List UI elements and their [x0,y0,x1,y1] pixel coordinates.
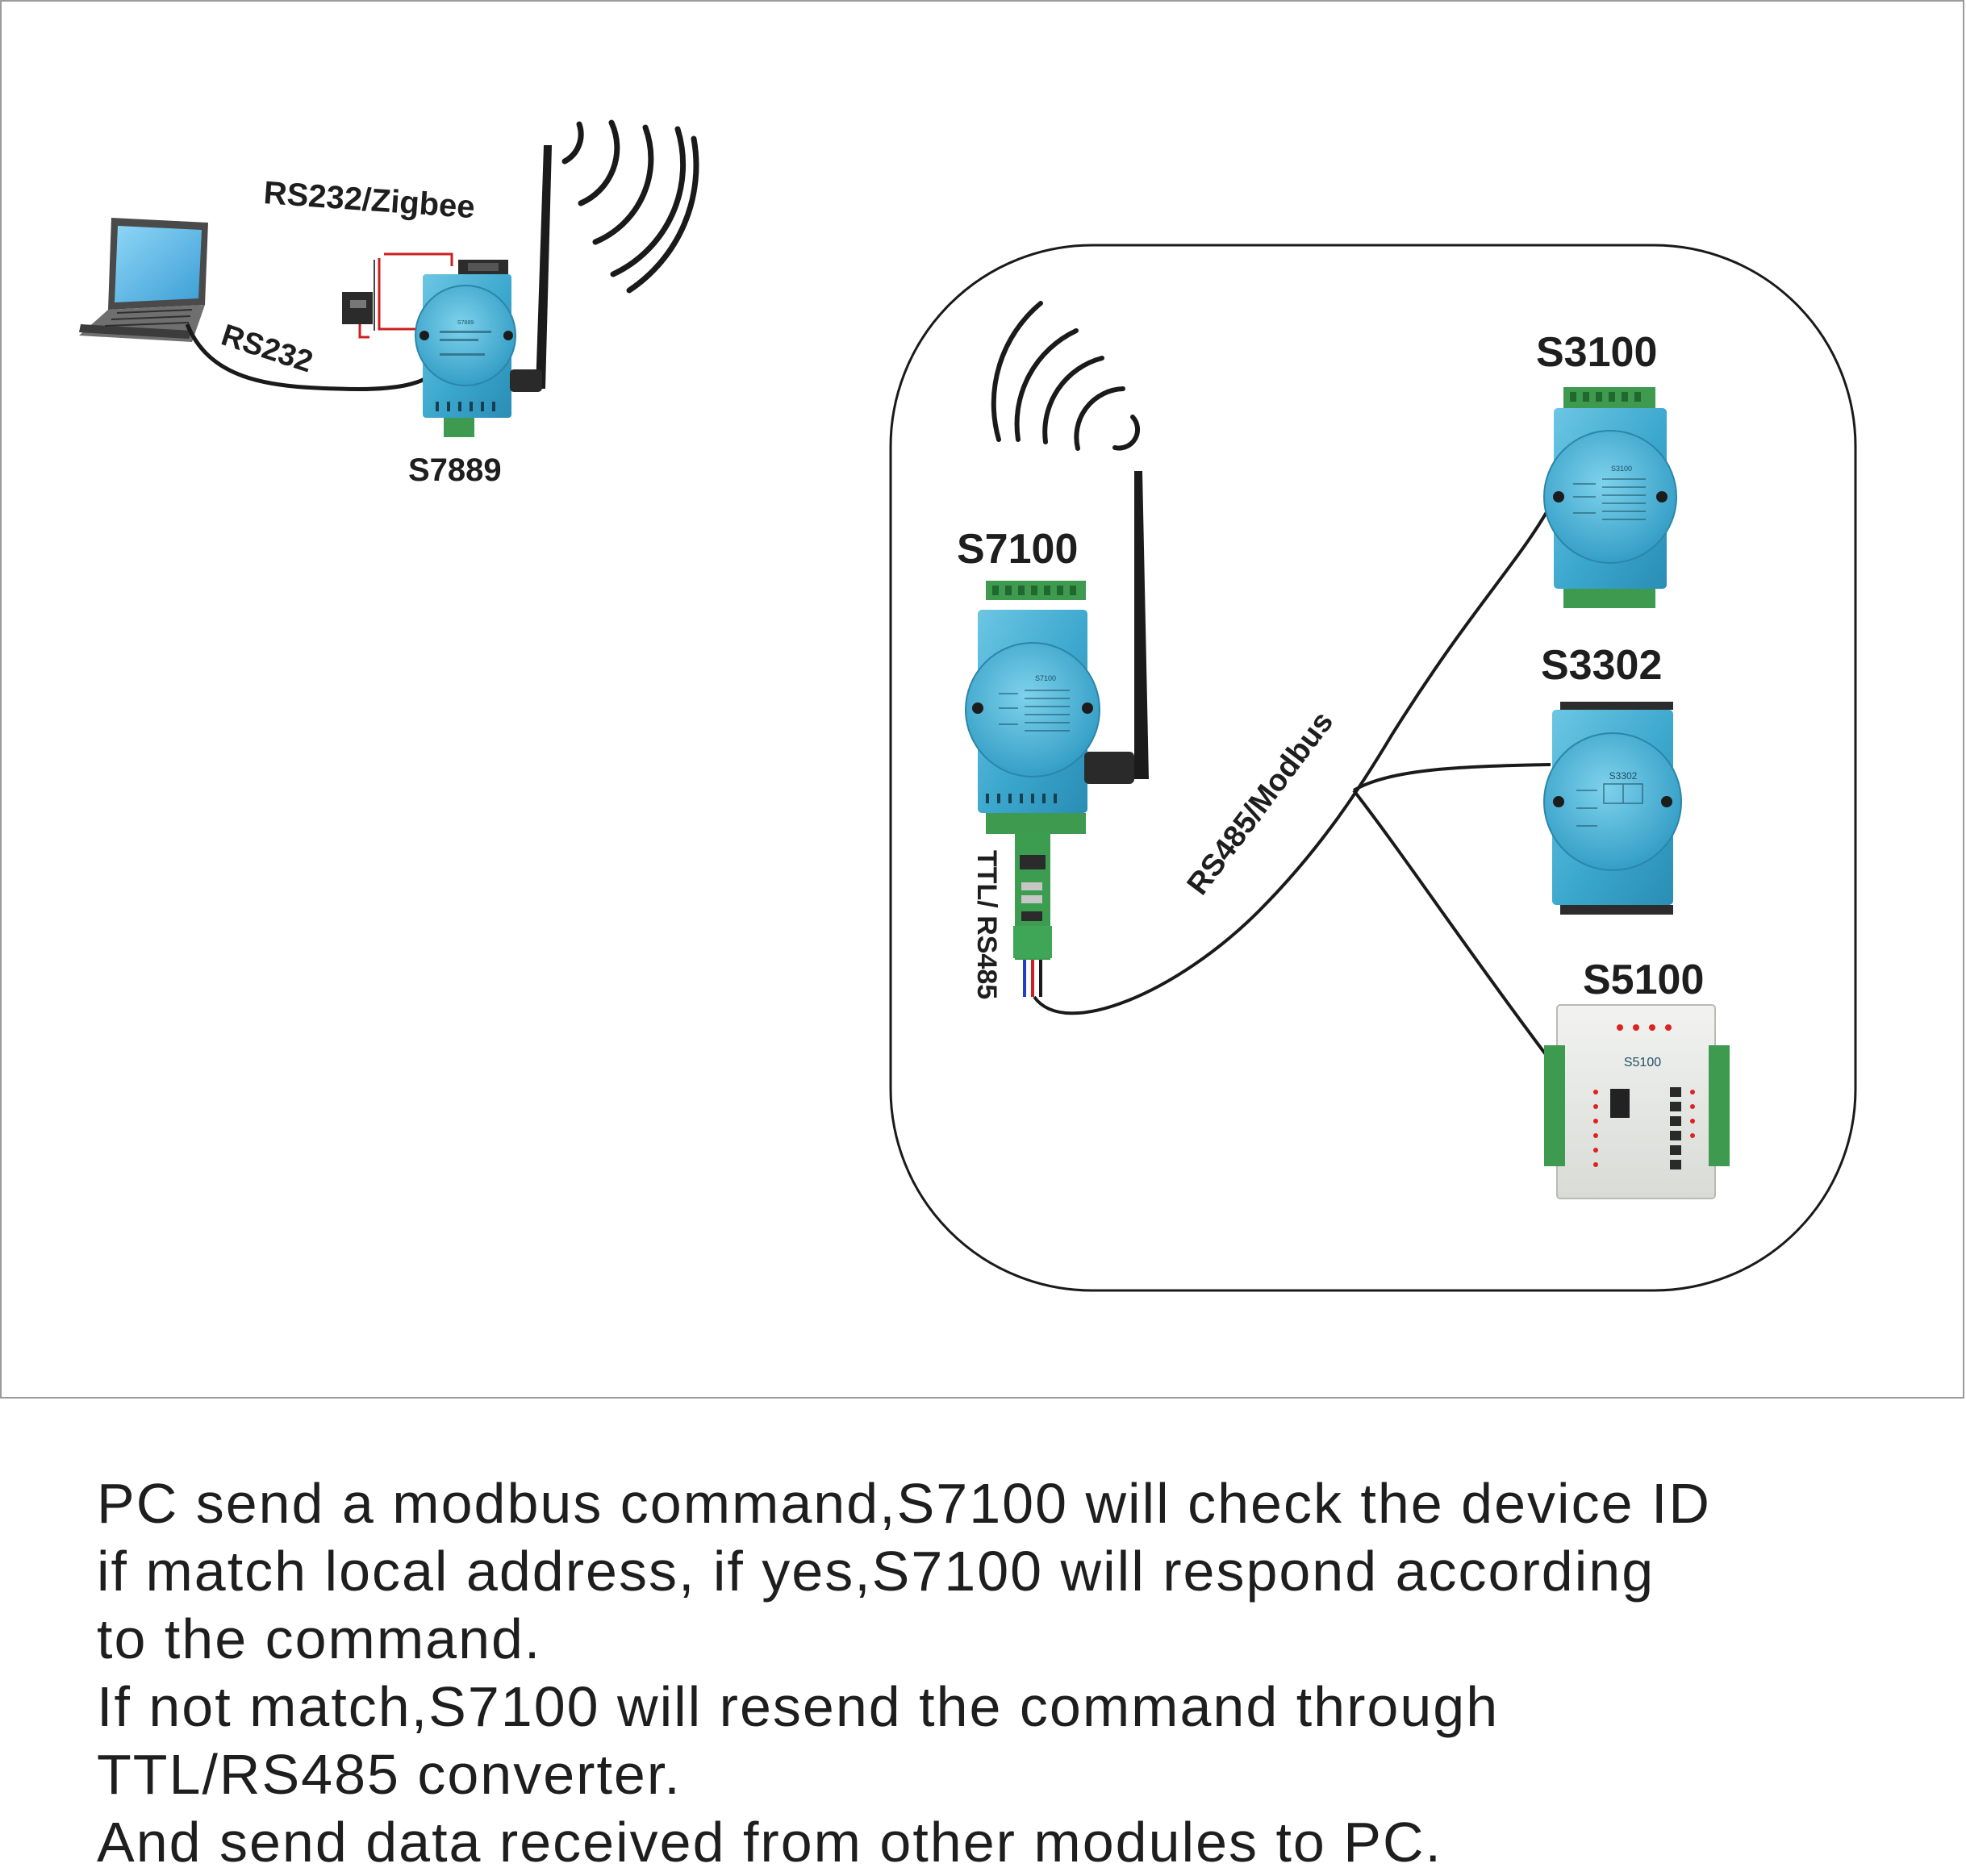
power-adapter-icon [342,252,453,339]
s3302-face-label: S3302 [1609,770,1638,782]
caption-line: PC send a modbus command,S7100 will chec… [97,1472,1711,1535]
ttl-rs485-converter [1013,831,1052,997]
s5100-label: S5100 [1583,957,1704,1003]
rs485-modbus-label: RS485/Modbus [1181,706,1340,902]
caption-line: If not match,S7100 will resend the comma… [97,1675,1500,1738]
rs232-cable [185,323,429,391]
rs485-bus-cables [1033,507,1551,1058]
ttl-rs485-label: TTL/ RS485 [971,850,1002,999]
s3302-module: S3302 [1543,702,1682,915]
wireless-network-enclosure [889,244,1857,1292]
s7889-antenna [510,145,552,392]
s7889-label: S7889 [408,452,502,488]
laptop-icon [79,218,208,342]
diagram-frame [0,0,1964,1399]
s3100-label: S3100 [1536,329,1657,376]
s5100-module: S5100 [1544,1004,1730,1199]
caption-line: if match local address, if yes,S7100 wil… [97,1540,1655,1603]
s7100-signal-icon [991,301,1141,451]
s3302-label: S3302 [1541,642,1662,689]
s7889-module: S7889 [415,260,516,437]
rs232-zigbee-label: RS232/Zigbee [262,175,476,225]
s7889-face-label: S7889 [457,320,474,326]
caption-line: to the command. [97,1607,542,1670]
s5100-face-label: S5100 [1624,1056,1661,1069]
s7100-face-label: S7100 [1035,674,1056,682]
s3100-module: S3100 [1543,387,1677,608]
s7100-module: S7100 [965,581,1100,834]
caption-line: And send data received from other module… [97,1811,1442,1874]
s7100-antenna [1084,471,1149,784]
network-diagram: S7889 RS232/Zigbee RS232 S7889 [79,119,1857,1292]
s3100-face-label: S3100 [1611,465,1632,473]
caption-line: TTL/RS485 converter. [97,1743,682,1806]
description-caption: PC send a modbus command,S7100 will chec… [97,1470,1920,1876]
s7100-label: S7100 [957,526,1078,573]
s7889-signal-icon [561,119,699,294]
